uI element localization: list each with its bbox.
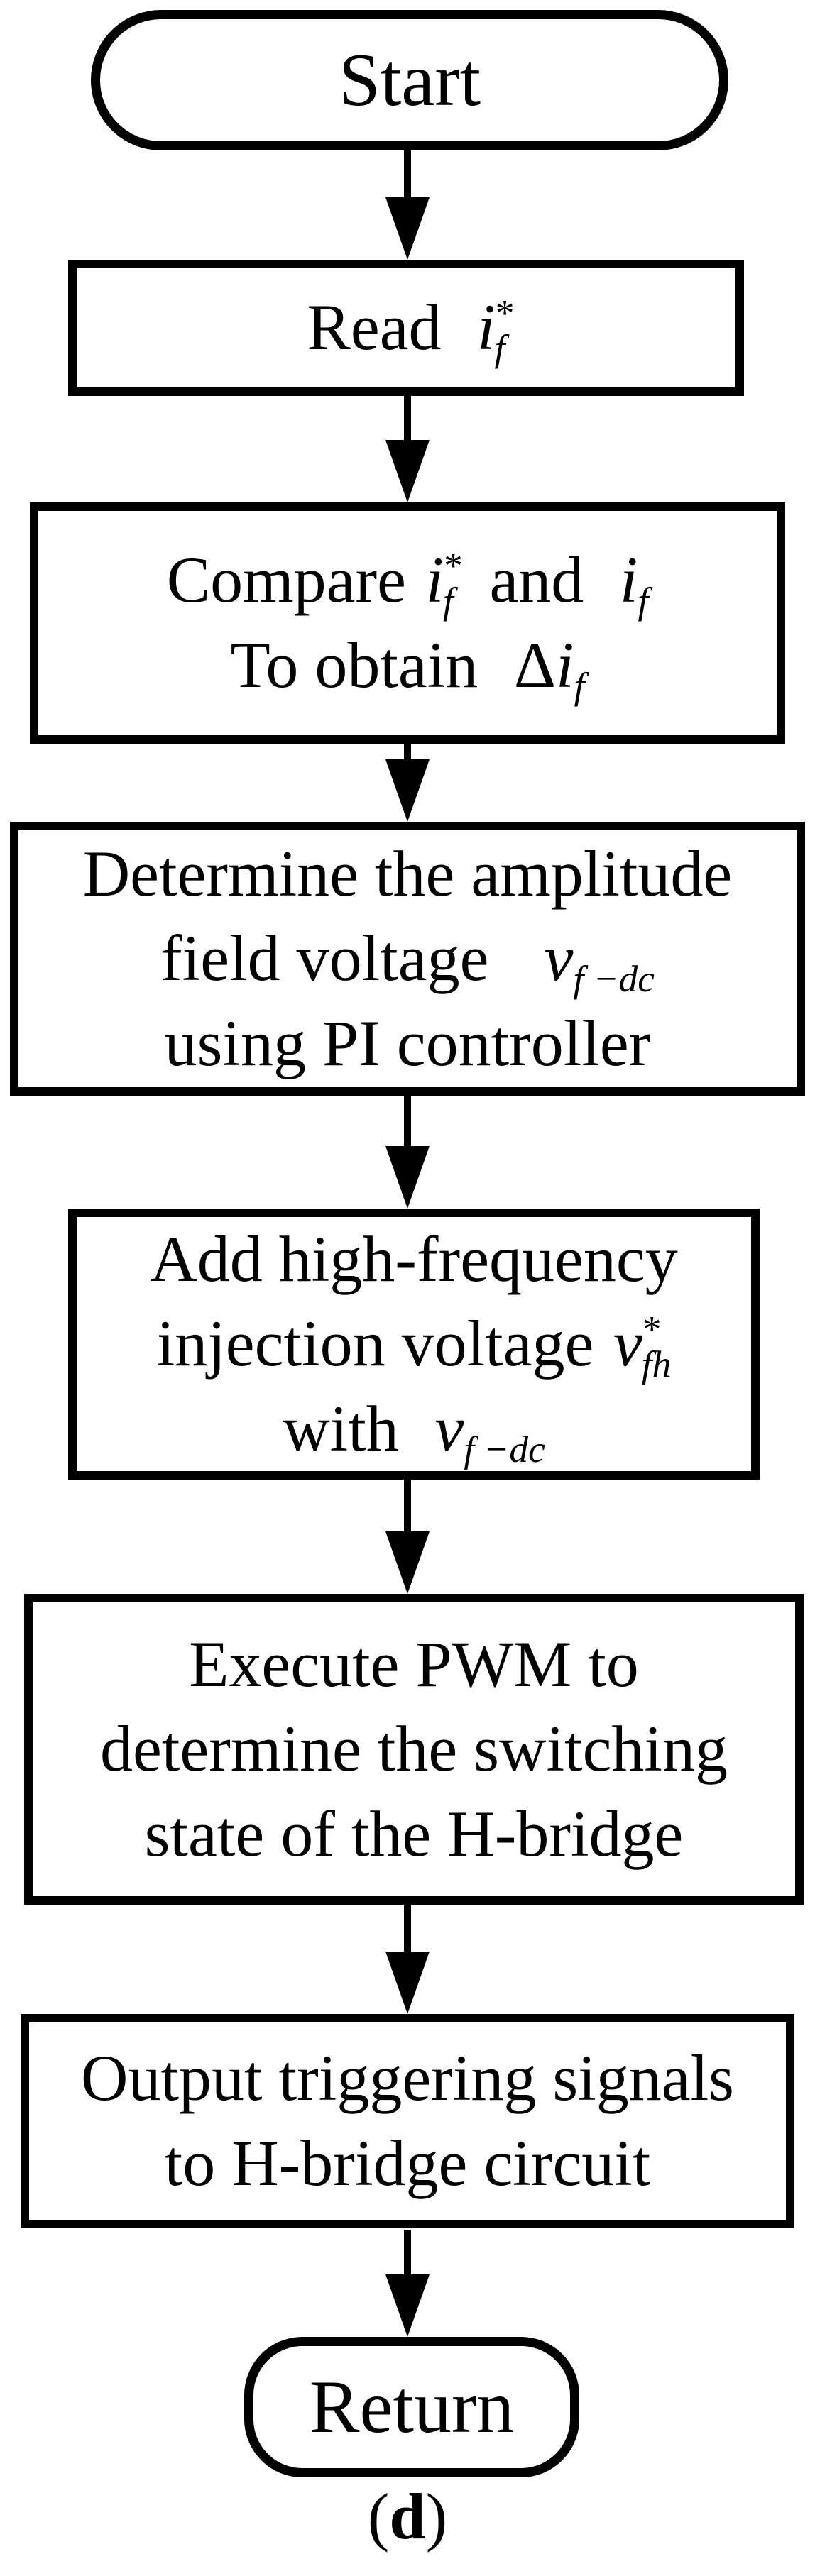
node-execute: Execute PWM to determine the switching s… bbox=[24, 1594, 804, 1905]
arrow-head-icon bbox=[385, 1146, 430, 1209]
flow-arrow-5 bbox=[385, 1477, 430, 1594]
flow-arrow-2 bbox=[385, 392, 430, 502]
obtain-words: To obtain bbox=[230, 629, 478, 701]
return-label: Return bbox=[309, 2365, 515, 2449]
start-label: Start bbox=[338, 38, 481, 122]
var-v-fh: v bbox=[613, 1307, 642, 1380]
var-i-meas: i bbox=[619, 544, 638, 617]
caption-letter: d bbox=[389, 2480, 426, 2553]
flow-arrow-4 bbox=[385, 1093, 430, 1209]
arrow-shaft bbox=[404, 1902, 411, 1956]
arrow-shaft bbox=[404, 1477, 411, 1536]
arrow-shaft bbox=[404, 148, 411, 202]
var-i-ref-sub: f bbox=[443, 579, 454, 622]
injection-words: injection voltage bbox=[156, 1307, 594, 1380]
determine-line-2: field voltage vf −dc bbox=[160, 916, 655, 1001]
arrow-head-icon bbox=[385, 759, 430, 822]
var-i-sub: f bbox=[494, 326, 505, 370]
var-i-ref-sup: * bbox=[444, 544, 463, 588]
add-line-1: Add high-frequency bbox=[150, 1222, 678, 1295]
execute-line-3: state of the H-bridge bbox=[144, 1797, 684, 1870]
add-line-2: injection voltage v*fh bbox=[157, 1301, 672, 1387]
node-output: Output triggering signals to H-bridge ci… bbox=[21, 2014, 794, 2228]
and-word: and bbox=[489, 544, 584, 617]
arrow-head-icon bbox=[385, 1531, 430, 1594]
compare-line-2: To obtain Δif bbox=[231, 623, 585, 708]
compare-word: Compare bbox=[166, 544, 406, 617]
execute-line-2: determine the switching bbox=[100, 1712, 728, 1785]
flow-arrow-3 bbox=[385, 741, 430, 822]
with-word: with bbox=[283, 1392, 399, 1465]
node-start: Start bbox=[91, 10, 728, 150]
output-line-1: Output triggering signals bbox=[81, 2042, 734, 2115]
arrow-head-icon bbox=[385, 1952, 430, 2014]
var-i: i bbox=[477, 291, 496, 364]
var-i-meas-sub: f bbox=[638, 579, 649, 622]
determine-line-1: Determine the amplitude bbox=[82, 837, 733, 910]
node-return: Return bbox=[244, 2337, 579, 2477]
read-word: Read bbox=[307, 291, 442, 364]
var-delta-i: i bbox=[556, 629, 574, 701]
var-v-dc-2-sub: f −dc bbox=[464, 1427, 545, 1470]
var-v-dc: v bbox=[544, 922, 574, 995]
delta-symbol: Δ bbox=[513, 629, 557, 701]
flow-arrow-7 bbox=[385, 2230, 430, 2337]
arrow-shaft bbox=[404, 392, 411, 444]
var-i-sup: * bbox=[495, 292, 515, 335]
caption-paren-close: ) bbox=[425, 2480, 448, 2553]
arrow-shaft bbox=[404, 1093, 411, 1150]
var-v-dc-sub: f −dc bbox=[573, 957, 655, 1001]
arrow-head-icon bbox=[385, 2274, 430, 2337]
output-line-2: to H-bridge circuit bbox=[164, 2127, 651, 2199]
determine-line-3: using PI controller bbox=[164, 1006, 651, 1079]
flow-arrow-6 bbox=[385, 1902, 430, 2014]
arrow-shaft bbox=[404, 2230, 411, 2279]
var-v-fh-sub: fh bbox=[641, 1343, 672, 1386]
var-v-dc-2: v bbox=[434, 1392, 464, 1465]
var-delta-i-sub: f bbox=[574, 664, 585, 707]
field-voltage-words: field voltage bbox=[160, 922, 489, 995]
execute-line-1: Execute PWM to bbox=[189, 1627, 639, 1700]
caption-paren-open: ( bbox=[367, 2480, 390, 2553]
node-determine: Determine the amplitude field voltage vf … bbox=[10, 822, 805, 1096]
arrow-head-icon bbox=[385, 440, 430, 502]
arrow-head-icon bbox=[385, 197, 430, 260]
arrow-shaft bbox=[404, 741, 411, 764]
figure-caption: (d) bbox=[0, 2480, 815, 2553]
var-v-fh-sup: * bbox=[642, 1308, 662, 1351]
flow-arrow-1 bbox=[385, 148, 430, 260]
var-i-ref: i bbox=[425, 544, 444, 617]
